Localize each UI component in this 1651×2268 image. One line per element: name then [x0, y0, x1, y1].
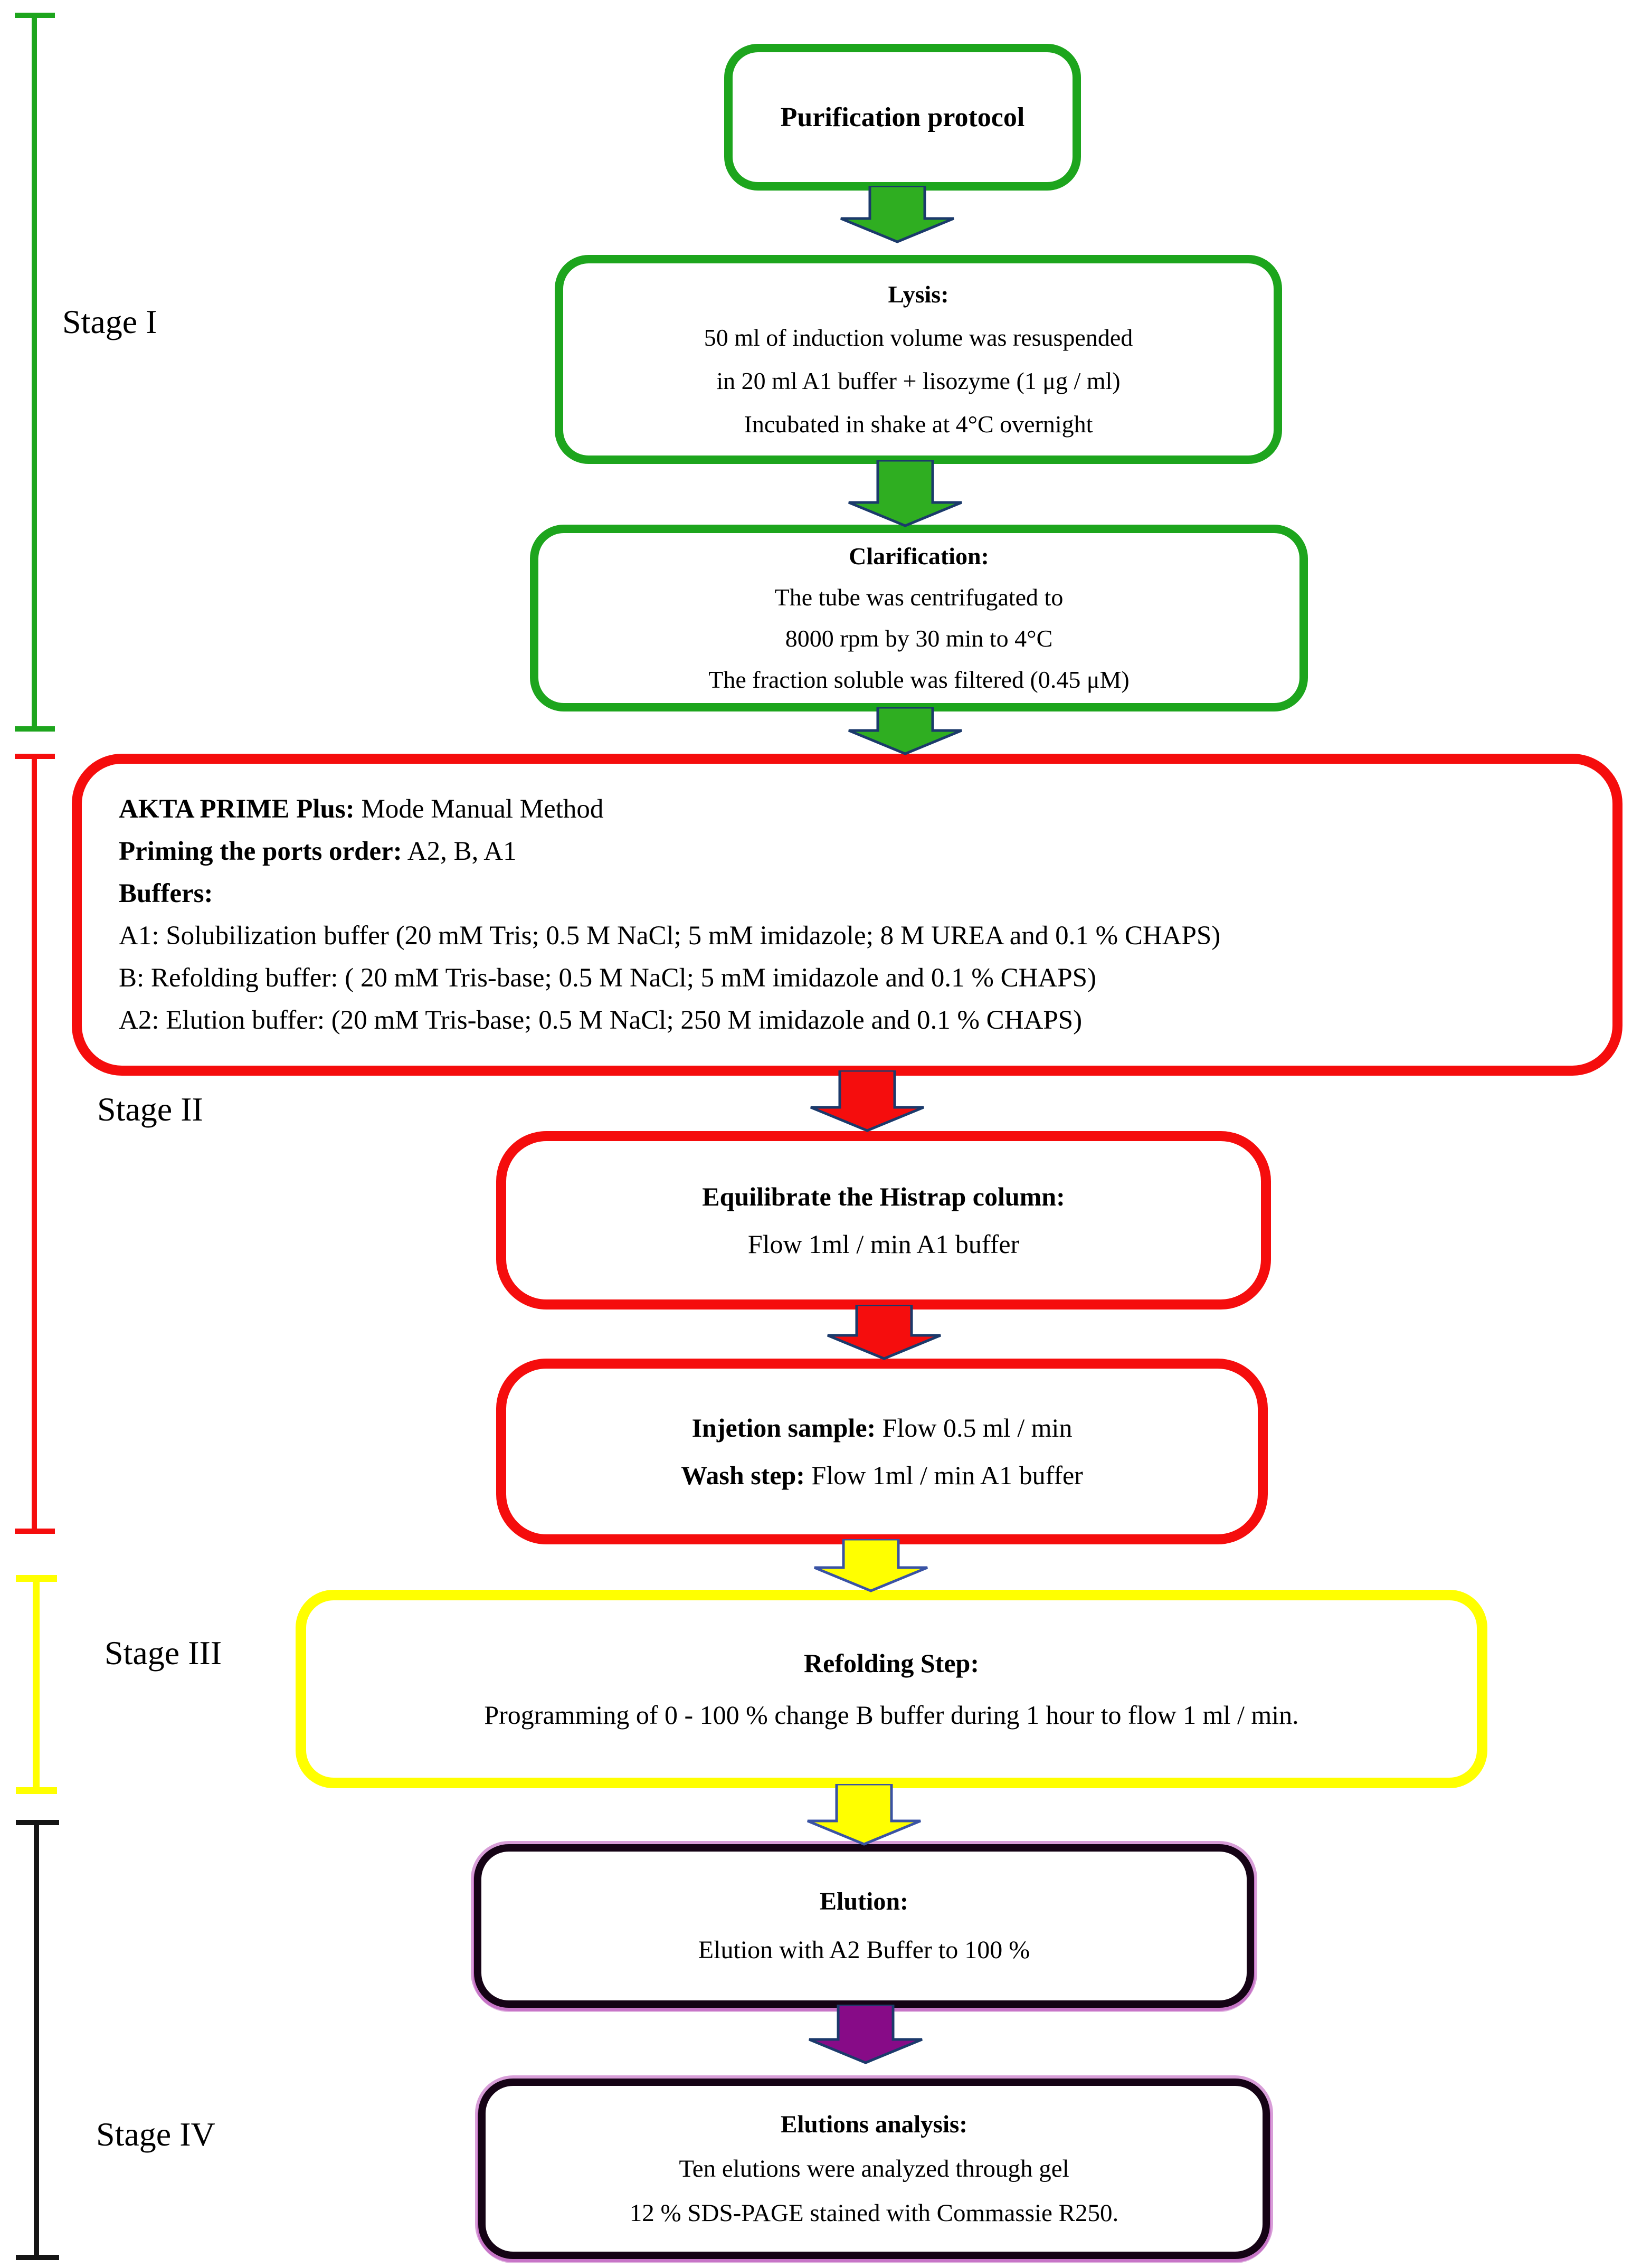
- clarification-title: Clarification:: [849, 543, 989, 570]
- stage1-bracket-line: [32, 13, 37, 732]
- lysis-line: 50 ml of induction volume was resuspende…: [704, 324, 1133, 351]
- purification-protocol-box: Purification protocol: [724, 44, 1081, 191]
- elution-title: Elution:: [819, 1887, 909, 1915]
- stage3-bracket-bottom-cap: [16, 1787, 57, 1794]
- purification-protocol-title: Purification protocol: [780, 102, 1025, 132]
- lysis-title: Lysis:: [888, 281, 949, 308]
- equilibrate-line: Flow 1ml / min A1 buffer: [747, 1229, 1020, 1259]
- clarification-line: The fraction soluble was filtered (0.45 …: [708, 666, 1130, 693]
- akta-prime-box: AKTA PRIME Plus: Mode Manual Method Prim…: [72, 754, 1622, 1076]
- lysis-box: Lysis: 50 ml of induction volume was res…: [555, 255, 1282, 464]
- stage1-bracket-bottom-cap: [15, 726, 55, 732]
- akta-line-buffers: Buffers:: [119, 879, 213, 908]
- akta-line-priming: Priming the ports order: A2, B, A1: [119, 837, 517, 866]
- akta-line-b-buffer: B: Refolding buffer: ( 20 mM Tris-base; …: [119, 963, 1096, 993]
- refolding-line: Programming of 0 - 100 % change B buffer…: [484, 1700, 1299, 1730]
- wash-step-line: Wash step: Flow 1ml / min A1 buffer: [681, 1460, 1083, 1490]
- stage3-bracket-line: [33, 1575, 40, 1793]
- elutions-analysis-title: Elutions analysis:: [781, 2111, 967, 2138]
- equilibrate-title: Equilibrate the Histrap column:: [702, 1182, 1065, 1211]
- elution-box: Elution: Elution with A2 Buffer to 100 %: [474, 1844, 1254, 2008]
- stage2-bracket-bottom-cap: [15, 1529, 55, 1534]
- lysis-line: Incubated in shake at 4°C overnight: [744, 411, 1093, 438]
- clarification-box: Clarification: The tube was centrifugate…: [530, 525, 1308, 711]
- injection-sample-box: Injetion sample: Flow 0.5 ml / min Wash …: [496, 1359, 1268, 1544]
- flow-arrow-yellow-1: [814, 1539, 928, 1592]
- stage4-bracket-bottom-cap: [16, 2255, 59, 2260]
- elutions-analysis-line: 12 % SDS-PAGE stained with Commassie R25…: [629, 2199, 1119, 2227]
- lysis-line: in 20 ml A1 buffer + lisozyme (1 μg / ml…: [716, 367, 1121, 394]
- refolding-step-box: Refolding Step: Programming of 0 - 100 %…: [296, 1590, 1487, 1788]
- akta-line-a2-buffer: A2: Elution buffer: (20 mM Tris-base; 0.…: [119, 1005, 1083, 1035]
- equilibrate-box: Equilibrate the Histrap column: Flow 1ml…: [496, 1131, 1271, 1309]
- flow-arrow-yellow-2: [807, 1784, 921, 1846]
- stage4-label: Stage IV: [96, 2115, 215, 2153]
- flow-arrow-green-3: [848, 707, 962, 755]
- stage2-label: Stage II: [97, 1090, 203, 1128]
- injection-line: Injetion sample: Flow 0.5 ml / min: [691, 1413, 1073, 1443]
- clarification-line: The tube was centrifugated to: [774, 584, 1064, 611]
- stage1-label: Stage I: [62, 303, 157, 340]
- elutions-analysis-box: Elutions analysis: Ten elutions were ana…: [478, 2079, 1270, 2259]
- flow-arrow-red-2: [827, 1305, 941, 1360]
- akta-line-mode: AKTA PRIME Plus: Mode Manual Method: [119, 794, 604, 824]
- elution-line: Elution with A2 Buffer to 100 %: [698, 1936, 1030, 1964]
- stage2-bracket-line: [32, 754, 37, 1534]
- stage3-label: Stage III: [105, 1634, 222, 1672]
- flow-arrow-purple-1: [809, 2005, 923, 2064]
- clarification-line: 8000 rpm by 30 min to 4°C: [785, 625, 1053, 652]
- akta-line-a1-buffer: A1: Solubilization buffer (20 mM Tris; 0…: [119, 921, 1221, 951]
- flow-arrow-red-1: [810, 1070, 924, 1132]
- flow-arrow-green-1: [840, 186, 954, 243]
- flow-arrow-green-2: [848, 460, 962, 527]
- refolding-title: Refolding Step:: [804, 1648, 979, 1678]
- stage4-bracket-line: [34, 1820, 39, 2260]
- elutions-analysis-line: Ten elutions were analyzed through gel: [679, 2155, 1069, 2182]
